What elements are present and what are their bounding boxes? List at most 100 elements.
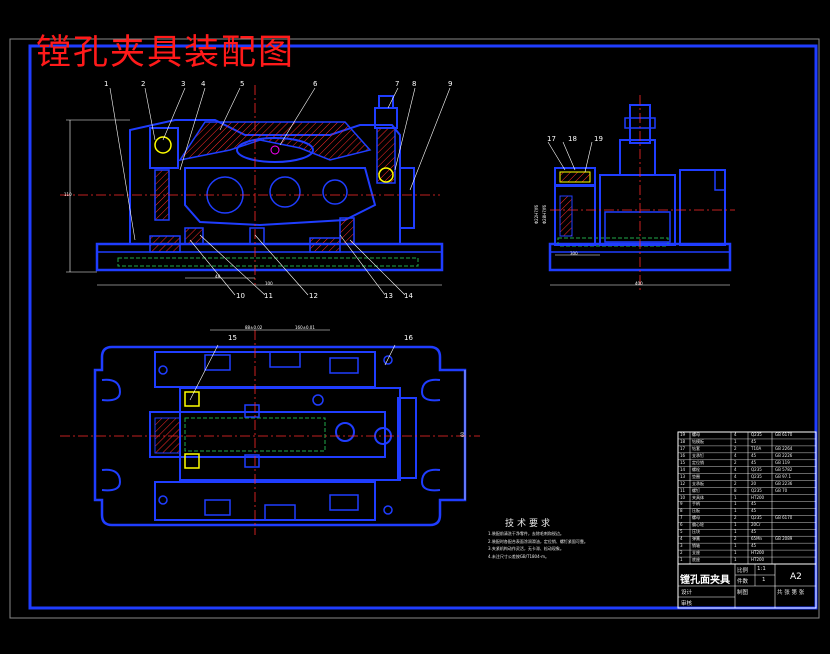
bom-no: 9 — [680, 501, 683, 507]
tech-note: 3.夹紧机构动作灵活，无卡滞、松动现象。 — [488, 546, 564, 551]
bom-no: 2 — [680, 550, 683, 556]
part-number-8: 8 — [412, 80, 417, 88]
bom-qty: 4 — [734, 473, 737, 479]
bom-name: 定位销 — [692, 459, 704, 465]
bom-name: 螺栓 — [692, 466, 700, 472]
outer-frame — [9, 38, 820, 619]
bom-name: 螺母 — [692, 515, 700, 521]
bom-material: 45 — [751, 459, 757, 465]
qty-value: 1 — [762, 577, 766, 583]
bom-name: 支承板 — [692, 480, 704, 486]
bom-material: 45 — [751, 452, 757, 458]
bom-standard: GB 5782 — [775, 466, 793, 472]
bom-standard: GB 2226 — [775, 452, 793, 458]
dim-front-bottom-2: 100 — [265, 281, 273, 286]
dim-top-2: 160±0.01 — [295, 325, 315, 330]
part-number-11: 11 — [264, 292, 273, 300]
bom-name: 螺钉 — [692, 487, 700, 493]
bom-material: 45 — [751, 529, 757, 535]
bom-no: 17 — [680, 445, 686, 451]
bom-name: 夹具体 — [692, 494, 704, 500]
bom-name: 螺母 — [692, 432, 700, 437]
part-number-2: 2 — [141, 80, 146, 88]
bom-qty: 1 — [734, 508, 737, 514]
top-base — [93, 345, 467, 527]
part-number-6: 6 — [313, 80, 318, 88]
bom-no: 10 — [680, 494, 686, 500]
bom-no: 5 — [680, 529, 683, 535]
part-number-19: 19 — [594, 135, 603, 143]
bom-standard: GB 119 — [775, 459, 790, 465]
bom-name: 支座 — [692, 550, 700, 556]
bom-material: 45 — [751, 501, 757, 507]
bom-qty: 1 — [734, 557, 737, 563]
part-number-1: 1 — [104, 80, 109, 88]
bom-name: 销轴 — [692, 543, 700, 549]
part-number-3: 3 — [181, 80, 186, 88]
part-number-5: 5 — [240, 80, 245, 88]
bom-no: 8 — [680, 508, 683, 514]
bom-no: 4 — [680, 536, 683, 542]
bom-material: 45 — [751, 543, 757, 549]
dim-front-height: 110 — [64, 192, 72, 197]
bom-material: T10A — [751, 445, 762, 451]
bom-name: 垫圈 — [692, 473, 700, 479]
dim-side-2: Φ28H7/f6 — [542, 204, 548, 225]
bom-material: Q235 — [751, 487, 762, 493]
tech-note: 1.装配前清洗干净零件，去除毛刺和锐边。 — [488, 531, 564, 536]
checker-label: 审核 — [681, 601, 693, 607]
bom-material: Q235 — [751, 515, 762, 521]
part-number-16: 16 — [404, 334, 413, 342]
bom-material: HT200 — [751, 494, 765, 500]
bom-qty: 4 — [734, 432, 737, 437]
bom-qty: 2 — [734, 515, 737, 521]
bom-standard: GB 2264 — [775, 445, 793, 451]
part-number-15: 15 — [228, 334, 237, 342]
bom-material: 45 — [751, 508, 757, 514]
part-number-14: 14 — [404, 292, 413, 300]
bom-material: 45 — [751, 438, 757, 444]
school-text: 共 张 第 张 — [777, 590, 805, 596]
bom-no: 7 — [680, 515, 683, 521]
bom-standard: GB 70 — [775, 487, 788, 493]
dim-side-1: Φ22H7/f6 — [534, 204, 540, 225]
bom-qty: 2 — [734, 445, 737, 451]
bom-grid-lines — [678, 438, 816, 565]
bom-name: 支承钉 — [692, 452, 704, 458]
top-workpiece — [149, 411, 386, 458]
bom-no: 11 — [680, 487, 686, 493]
bom-material: Q235 — [751, 432, 762, 437]
bom-name: 偏心轮 — [692, 522, 704, 528]
dim-front-bottom-1: 48 — [215, 274, 221, 279]
dim-side-bottom: 300 — [570, 251, 578, 256]
bom-material: Q235 — [751, 466, 762, 472]
bom-qty: 4 — [734, 466, 737, 472]
part-number-13: 13 — [384, 292, 393, 300]
bom-qty: 1 — [734, 543, 737, 549]
drawing-name: 镗孔面夹具 — [680, 575, 730, 586]
bom-no: 1 — [680, 557, 683, 563]
tech-requirements-heading: 技术要求 — [505, 519, 554, 529]
inner-frame — [28, 44, 818, 610]
bom-material: 20Cr — [751, 522, 761, 528]
bom-standard: GB 2089 — [775, 536, 793, 542]
part-number-18: 18 — [568, 135, 577, 143]
bom-no: 16 — [680, 452, 686, 458]
bom-material: Q235 — [751, 473, 762, 479]
part-number-7: 7 — [395, 80, 400, 88]
bom-qty: 1 — [734, 550, 737, 556]
part-number-17: 17 — [547, 135, 556, 143]
bom-no: 13 — [680, 473, 686, 479]
